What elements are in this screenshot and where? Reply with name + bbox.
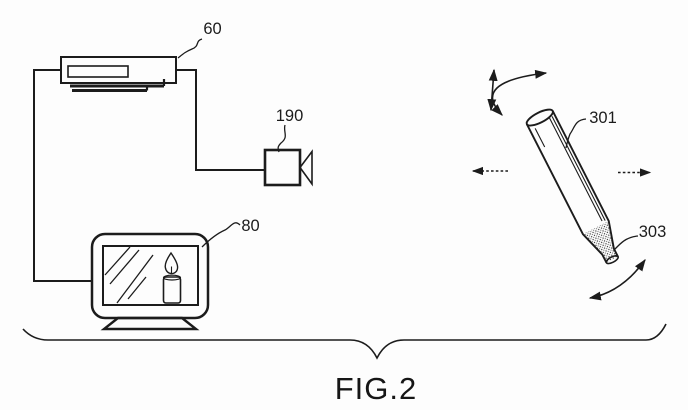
flame-icon — [164, 251, 179, 275]
screen-glare-lines — [104, 246, 154, 304]
wire-recorder-to-monitor — [33, 69, 92, 282]
candle-icon — [162, 251, 182, 304]
rotate-arrow — [491, 69, 548, 116]
figure-caption: FIG.2 — [335, 371, 418, 406]
camera-body — [263, 148, 302, 187]
bottom-brace — [22, 323, 667, 360]
monitor-stand — [100, 316, 200, 331]
ref-label-303: 303 — [639, 223, 667, 241]
leader-190 — [277, 124, 286, 153]
pen-cap — [525, 108, 554, 127]
wire-recorder-to-camera — [176, 69, 265, 171]
pen-tip-stipple — [583, 221, 618, 263]
pen-motion-arrows — [471, 68, 652, 301]
ref-label-301: 301 — [589, 109, 617, 127]
monitor-screen — [102, 245, 199, 306]
leader-60 — [177, 38, 203, 59]
monitor-drawing — [90, 232, 210, 331]
recorder-unit-drawing — [60, 56, 177, 92]
pen-highlight-lines — [534, 116, 606, 222]
pen-body-outline — [526, 110, 619, 264]
leader-80 — [201, 222, 241, 248]
camera-drawing — [263, 148, 313, 187]
leader-lines — [177, 38, 639, 251]
ref-label-80: 80 — [241, 217, 259, 235]
tilt-arrow — [588, 258, 646, 301]
recorder-body — [60, 56, 177, 84]
leader-301 — [565, 118, 587, 149]
ref-label-190: 190 — [276, 107, 304, 125]
camera-lens — [299, 149, 313, 187]
recorder-slot — [67, 65, 129, 78]
pen-drawing — [525, 108, 619, 265]
leader-303 — [613, 235, 639, 251]
ref-label-60: 60 — [203, 20, 221, 38]
